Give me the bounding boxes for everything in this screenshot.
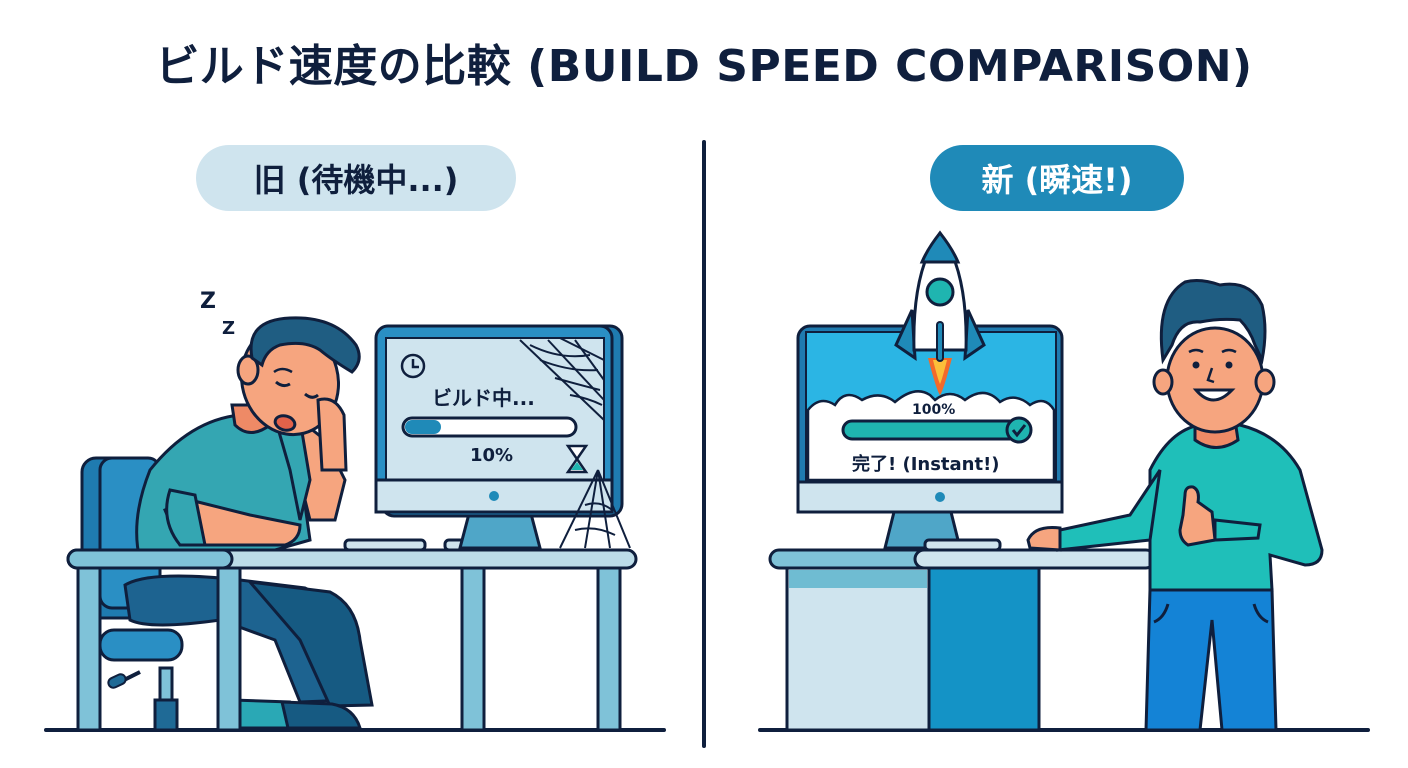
sleepy-person-legs	[123, 574, 374, 730]
old-label-badge: 旧 (待機中...)	[196, 145, 516, 211]
cobweb-icon	[519, 337, 631, 549]
panel-divider	[702, 140, 706, 748]
old-panel-illustration: Z Z ビルド中...	[44, 289, 666, 732]
new-desk	[768, 548, 1157, 732]
keyboard-icon	[923, 538, 1002, 552]
sleep-z-large: Z	[200, 289, 216, 314]
new-build-status: 完了! (Instant!)	[852, 453, 1000, 475]
sleepy-person	[135, 316, 361, 562]
new-progress-bar	[841, 416, 1033, 444]
hourglass-icon	[565, 444, 589, 474]
new-label-badge: 新 (瞬速!)	[930, 145, 1184, 211]
old-progress-bar	[401, 416, 578, 438]
happy-person	[1026, 279, 1324, 732]
old-label-text: 旧 (待機中...)	[253, 161, 459, 199]
page-title: ビルド速度の比較 (BUILD SPEED COMPARISON)	[155, 41, 1253, 92]
rocket-icon	[894, 230, 986, 395]
checkmark-icon	[1011, 424, 1027, 438]
thumbs-up-icon	[1178, 485, 1217, 547]
new-panel-illustration: 100% 完了! (Instant!)	[758, 230, 1370, 732]
new-progress-label: 100%	[912, 402, 955, 418]
new-label-text: 新 (瞬速!)	[981, 161, 1133, 199]
old-progress-label: 10%	[470, 445, 513, 466]
keyboard-icon	[343, 538, 427, 552]
new-monitor	[796, 324, 1064, 514]
old-build-status: ビルド中...	[432, 386, 535, 410]
sleep-z-small: Z	[222, 318, 235, 339]
clock-icon	[400, 353, 426, 379]
